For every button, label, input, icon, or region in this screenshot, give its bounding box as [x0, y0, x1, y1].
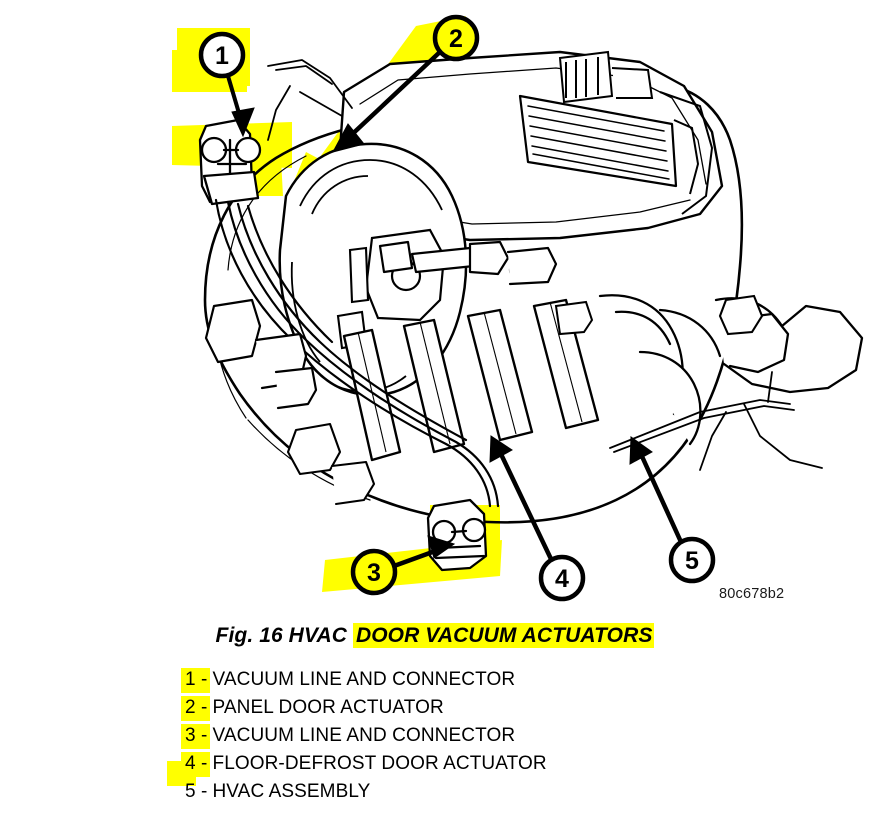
legend-label: VACUUM LINE AND CONNECTOR — [212, 725, 516, 746]
callout-leaders — [226, 48, 684, 569]
callout-5-number: 5 — [685, 547, 699, 575]
callout-4[interactable]: 4 — [538, 554, 586, 602]
legend-item: 1 - VACUUM LINE AND CONNECTOR — [0, 668, 870, 696]
legend-label: VACUUM LINE AND CONNECTOR — [212, 669, 516, 690]
hvac-assembly-drawing: 1 2 3 4 5 — [172, 14, 864, 602]
legend-item: 4 - FLOOR-DEFROST DOOR ACTUATOR — [0, 752, 870, 780]
rib-shading — [357, 301, 583, 453]
lower-mount-detail — [286, 422, 376, 506]
legend-label: FLOOR-DEFROST DOOR ACTUATOR — [212, 753, 547, 774]
legend-key: 3 - — [181, 724, 211, 749]
legend-key: 2 - — [181, 696, 211, 721]
legend-key: 4 - — [181, 752, 211, 777]
vacuum-connector-upper — [198, 118, 262, 206]
callout-2[interactable]: 2 — [432, 14, 480, 62]
arrowhead-3 — [427, 535, 456, 559]
lid-clip — [718, 294, 764, 336]
legend-item: 3 - VACUUM LINE AND CONNECTOR — [0, 724, 870, 752]
outlet-ducts — [598, 294, 722, 446]
lid-right-shoulder — [659, 91, 714, 215]
leader-line-4 — [497, 449, 554, 562]
leader-line-3 — [391, 547, 441, 569]
callout-markers: 1 2 3 4 5 — [198, 14, 716, 602]
caption-highlighted: DOOR VACUUM ACTUATORS — [352, 623, 655, 648]
background-contours — [609, 371, 823, 471]
callout-1-number: 1 — [215, 42, 229, 70]
callout-4-number: 4 — [555, 565, 569, 593]
legend-label: PANEL DOOR ACTUATOR — [212, 697, 444, 718]
left-side-bracket — [204, 298, 318, 410]
callout-1[interactable]: 1 — [198, 31, 246, 79]
leader-line-5 — [637, 449, 684, 545]
callout-3[interactable]: 3 — [350, 548, 398, 596]
figure-code-label: 80c678b2 — [719, 586, 785, 602]
fastener-detail — [554, 300, 594, 336]
legend-label: HVAC ASSEMBLY — [212, 781, 371, 802]
leader-line-2 — [343, 48, 444, 143]
arrowhead-2 — [332, 123, 365, 153]
vacuum-connector-lower — [426, 498, 488, 572]
legend-item: 2 - PANEL DOOR ACTUATOR — [0, 696, 870, 724]
arrowhead-1 — [231, 107, 255, 138]
arrowhead-5 — [629, 436, 653, 465]
caption-prefix: Fig. 16 HVAC — [215, 624, 353, 647]
callout-5[interactable]: 5 — [668, 536, 716, 584]
vent-louvers — [518, 94, 678, 188]
actuator-linkage — [378, 240, 558, 286]
vacuum-lines-upper — [214, 198, 500, 508]
legend-item: 5 - HVAC ASSEMBLY — [0, 780, 870, 808]
technical-illustration: 1 2 3 4 5 80c678b — [172, 14, 864, 602]
callout-2-number: 2 — [449, 25, 463, 53]
arrowhead-4 — [489, 435, 513, 463]
figure-caption: Fig. 16 HVAC DOOR VACUUM ACTUATORS — [0, 623, 870, 648]
callout-3-number: 3 — [367, 559, 381, 587]
top-knob-detail — [558, 50, 654, 104]
figure-legend: 1 - VACUUM LINE AND CONNECTOR 2 - PANEL … — [0, 668, 870, 808]
legend-key: 5 - — [185, 781, 208, 802]
upper-left-contours — [267, 59, 353, 141]
legend-key: 1 - — [181, 668, 211, 693]
